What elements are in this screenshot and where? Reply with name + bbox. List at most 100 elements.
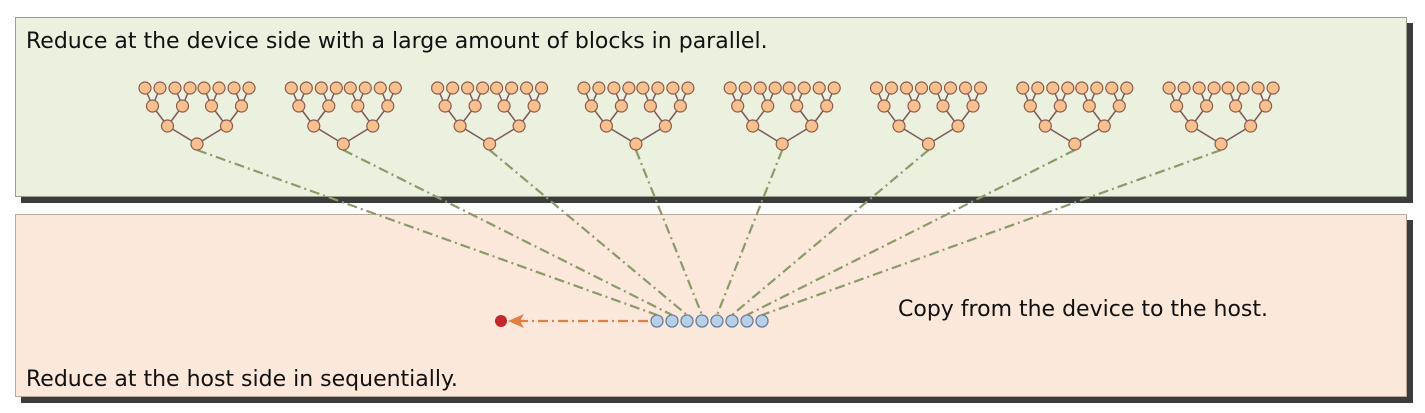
copy-link bbox=[731, 149, 930, 316]
tree-node bbox=[761, 99, 775, 113]
tree-node bbox=[973, 81, 988, 95]
block-tree bbox=[577, 81, 695, 151]
tree-node bbox=[314, 81, 328, 95]
tree-node bbox=[373, 81, 387, 95]
tree-node bbox=[1228, 99, 1243, 113]
tree-node bbox=[534, 81, 549, 95]
tree-node bbox=[681, 81, 695, 95]
tree-node bbox=[943, 81, 958, 95]
tree-node bbox=[797, 81, 811, 95]
tree-node bbox=[607, 81, 621, 95]
tree-node bbox=[1162, 81, 1176, 95]
tree-node bbox=[299, 81, 313, 95]
tree-node bbox=[227, 81, 241, 95]
copy-links bbox=[196, 148, 1222, 317]
tree-node bbox=[877, 99, 891, 113]
tree-node bbox=[1053, 99, 1067, 113]
tree-node bbox=[322, 99, 336, 113]
tree-node bbox=[731, 99, 745, 113]
partial-result-node bbox=[650, 314, 664, 328]
tree-node bbox=[1031, 81, 1045, 95]
tree-node bbox=[614, 99, 629, 113]
copy-link bbox=[746, 149, 1076, 316]
tree-node bbox=[914, 81, 929, 95]
tree-node bbox=[1251, 81, 1265, 95]
copy-link bbox=[342, 149, 673, 316]
tree-node bbox=[1192, 81, 1206, 95]
host-panel bbox=[15, 214, 1407, 397]
tree-node bbox=[899, 81, 914, 95]
tree-node bbox=[1221, 81, 1235, 95]
tree-node bbox=[351, 99, 365, 113]
block-tree bbox=[138, 81, 256, 151]
tree-node bbox=[1038, 119, 1052, 133]
tree-node bbox=[892, 119, 906, 133]
tree-node bbox=[483, 137, 497, 151]
tree-node bbox=[643, 99, 658, 113]
tree-node bbox=[284, 81, 298, 95]
tree-node bbox=[505, 81, 519, 95]
tree-node bbox=[951, 119, 965, 133]
tree-node bbox=[512, 119, 526, 133]
tree-node bbox=[212, 81, 226, 95]
tree-node bbox=[827, 81, 841, 95]
tree-node bbox=[775, 137, 789, 151]
partial-result-node bbox=[680, 314, 694, 328]
tree-node bbox=[490, 81, 504, 95]
block-trees bbox=[138, 81, 1280, 151]
tree-node bbox=[1266, 81, 1280, 95]
tree-node bbox=[782, 81, 796, 95]
tree-node bbox=[805, 119, 819, 133]
block-tree bbox=[723, 81, 841, 151]
tree-node bbox=[928, 81, 943, 95]
tree-node bbox=[1236, 81, 1250, 95]
tree-node bbox=[907, 99, 921, 113]
tree-node bbox=[446, 81, 460, 95]
partial-result-node bbox=[725, 314, 739, 328]
tree-node bbox=[1105, 81, 1119, 95]
tree-node bbox=[753, 81, 767, 95]
tree-node bbox=[1082, 99, 1096, 113]
tree-node bbox=[790, 99, 804, 113]
tree-node bbox=[197, 81, 211, 95]
tree-node bbox=[292, 99, 306, 113]
tree-node bbox=[1207, 81, 1221, 95]
tree-node bbox=[622, 81, 636, 95]
tree-node bbox=[592, 81, 606, 95]
tree-node bbox=[936, 99, 950, 113]
tree-node bbox=[438, 99, 452, 113]
tree-node bbox=[1184, 119, 1199, 133]
tree-node bbox=[145, 99, 160, 113]
tree-node bbox=[1177, 81, 1191, 95]
partial-result-node bbox=[755, 314, 769, 328]
copy-label: Copy from the device to the host. bbox=[898, 297, 1269, 322]
copy-link bbox=[715, 149, 784, 316]
block-tree bbox=[1016, 81, 1134, 151]
tree-node bbox=[160, 119, 175, 133]
partial-result-node bbox=[665, 314, 679, 328]
tree-node bbox=[1169, 99, 1184, 113]
tree-node bbox=[381, 99, 395, 113]
partial-result-node bbox=[695, 314, 709, 328]
tree-node bbox=[966, 99, 980, 113]
tree-node bbox=[234, 99, 249, 113]
copy-link bbox=[634, 149, 704, 316]
tree-node bbox=[723, 81, 737, 95]
tree-node bbox=[1075, 81, 1089, 95]
tree-node bbox=[175, 99, 190, 113]
tree-node bbox=[1061, 81, 1075, 95]
copy-link bbox=[761, 148, 1222, 317]
tree-node bbox=[651, 81, 665, 95]
tree-node bbox=[343, 81, 357, 95]
partial-result-node bbox=[740, 314, 754, 328]
arrow-head bbox=[508, 314, 524, 328]
tree-node bbox=[366, 119, 380, 133]
device-side-label: Reduce at the device side with a large a… bbox=[26, 29, 768, 54]
tree-node bbox=[358, 81, 372, 95]
tree-node bbox=[768, 81, 782, 95]
final-result-node bbox=[495, 315, 507, 327]
tree-node bbox=[204, 99, 219, 113]
tree-node bbox=[431, 81, 445, 95]
tree-node bbox=[476, 81, 490, 95]
tree-node bbox=[1046, 81, 1060, 95]
